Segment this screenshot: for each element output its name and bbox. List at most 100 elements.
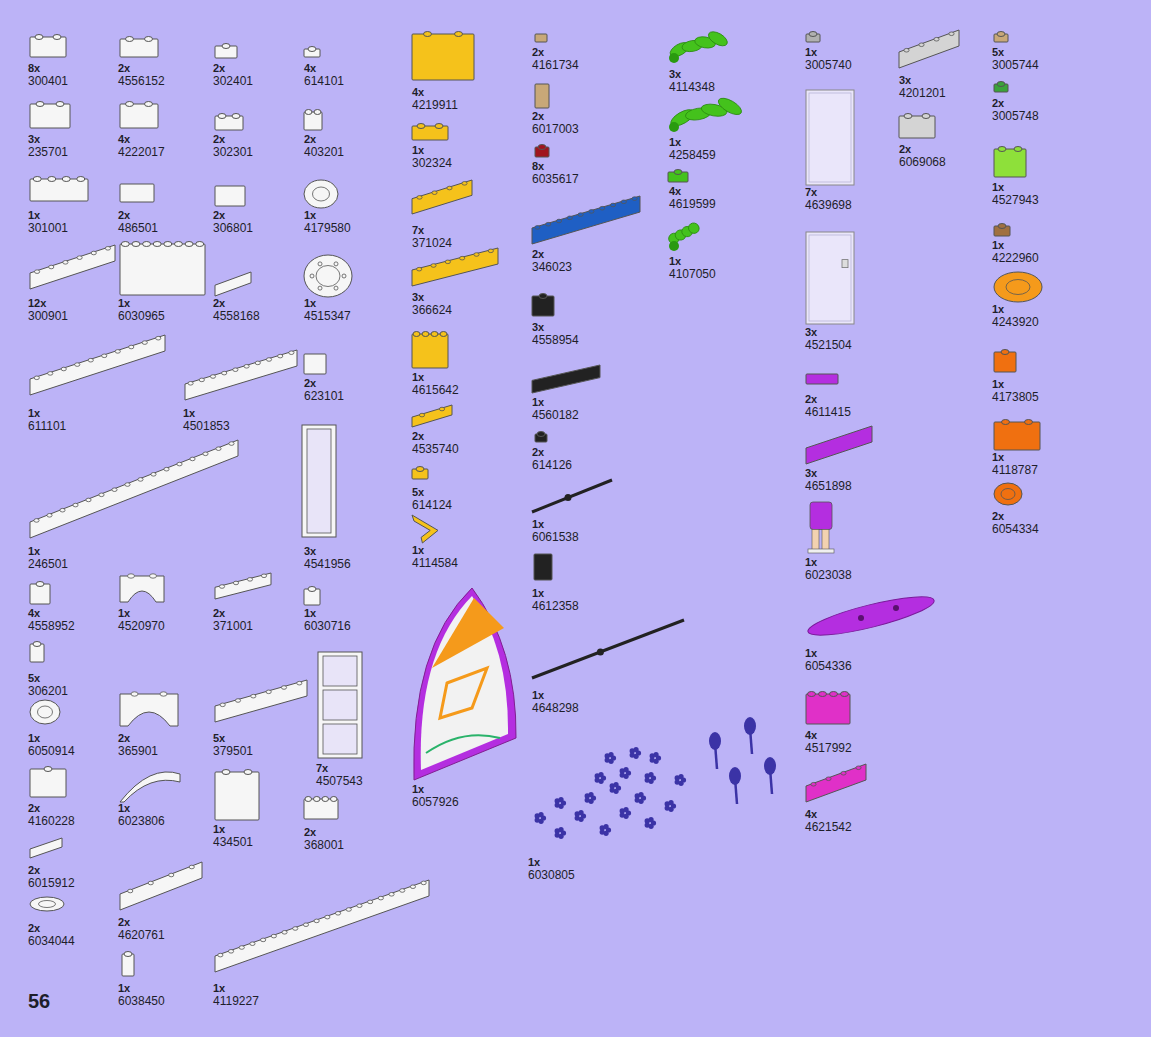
part-illustration <box>219 585 224 589</box>
part-illustration <box>412 515 438 543</box>
part-number: 3005744 <box>992 59 1039 72</box>
part-illustration <box>145 102 153 107</box>
part-illustration <box>34 376 39 380</box>
part-number: 4527943 <box>992 194 1039 207</box>
part-number: 4179580 <box>304 222 351 235</box>
part-illustration <box>215 186 245 206</box>
quantity-label: 2x <box>304 377 316 390</box>
part-illustration <box>808 549 834 553</box>
part-illustration <box>578 213 583 217</box>
part-illustration <box>455 32 463 37</box>
part-illustration <box>305 797 312 802</box>
part-illustration <box>38 706 53 718</box>
part-illustration <box>30 37 66 57</box>
part-illustration <box>304 180 338 208</box>
quantity-label: 3x <box>412 291 424 304</box>
part-illustration <box>565 494 572 501</box>
part-illustration <box>142 341 147 345</box>
quantity-label: 3x <box>304 545 316 558</box>
quantity-label: 2x <box>213 607 225 620</box>
part-illustration <box>120 244 205 295</box>
part-illustration <box>128 889 133 893</box>
part-illustration <box>293 927 298 931</box>
part-illustration <box>462 182 467 186</box>
part-illustration <box>378 896 383 900</box>
quantity-label: 4x <box>805 808 817 821</box>
part-illustration <box>150 574 157 578</box>
part-illustration <box>120 694 178 726</box>
part-number: 4541956 <box>304 558 351 571</box>
part-illustration <box>806 694 850 724</box>
part-illustration <box>112 488 117 492</box>
quantity-label: 4x <box>805 729 817 742</box>
part-illustration <box>535 226 540 230</box>
part-number: 6035617 <box>532 173 579 186</box>
part-illustration <box>218 114 226 119</box>
part-illustration <box>316 266 340 287</box>
part-illustration <box>346 908 351 912</box>
part-illustration <box>289 351 294 355</box>
part-illustration <box>841 692 849 697</box>
part-illustration <box>125 483 130 487</box>
part-number: 4611415 <box>805 406 851 419</box>
part-number: 4118787 <box>992 464 1038 477</box>
part-illustration <box>36 102 44 107</box>
part-illustration <box>904 114 912 119</box>
part-illustration <box>308 47 316 52</box>
part-illustration <box>744 717 756 735</box>
part-illustration <box>899 116 935 138</box>
quantity-label: 1x <box>992 303 1004 316</box>
part-illustration <box>998 147 1006 152</box>
part-illustration <box>318 262 322 266</box>
part-illustration <box>160 692 167 696</box>
part-illustration <box>445 260 450 264</box>
part-illustration <box>30 104 70 128</box>
part-illustration <box>558 827 563 832</box>
part-illustration <box>325 915 330 919</box>
part-illustration <box>131 692 138 696</box>
part-number: 6038450 <box>118 995 165 1008</box>
quantity-label: 1x <box>532 587 544 600</box>
part-number: 4621542 <box>805 821 852 834</box>
part-illustration <box>73 503 78 507</box>
part-illustration <box>30 700 60 724</box>
part-illustration <box>313 797 320 802</box>
part-illustration <box>115 350 120 354</box>
part-illustration <box>35 35 43 40</box>
part-number: 4558954 <box>532 334 579 347</box>
part-illustration <box>417 267 422 271</box>
part-illustration <box>534 554 552 580</box>
part-illustration <box>687 221 701 235</box>
part-number: 4558168 <box>213 310 260 323</box>
part-illustration <box>314 919 319 923</box>
page-number: 56 <box>28 990 50 1012</box>
part-illustration <box>653 752 658 757</box>
quantity-label: 2x <box>532 46 544 59</box>
part-number: 4615642 <box>412 384 459 397</box>
part-illustration <box>368 900 373 904</box>
part-illustration <box>271 934 276 938</box>
part-illustration <box>412 180 472 214</box>
part-illustration <box>281 686 286 690</box>
quantity-label: 1x <box>528 856 540 869</box>
part-illustration <box>235 699 240 703</box>
part-illustration <box>669 53 679 63</box>
part-illustration <box>278 354 283 358</box>
part-illustration <box>811 782 816 786</box>
quantity-label: 4x <box>669 185 681 198</box>
part-illustration <box>669 241 679 251</box>
part-illustration <box>893 605 899 611</box>
part-illustration <box>440 668 487 718</box>
part-number: 379501 <box>213 745 253 758</box>
part-illustration <box>994 272 1042 302</box>
part-number: 4521504 <box>805 339 852 352</box>
part-illustration <box>613 782 618 787</box>
part-number: 4612358 <box>532 600 579 613</box>
part-illustration <box>302 425 336 537</box>
quantity-label: 2x <box>213 297 225 310</box>
part-illustration <box>62 177 70 182</box>
part-illustration <box>77 256 82 260</box>
part-illustration <box>129 345 134 349</box>
part-number: 4648298 <box>532 702 579 715</box>
